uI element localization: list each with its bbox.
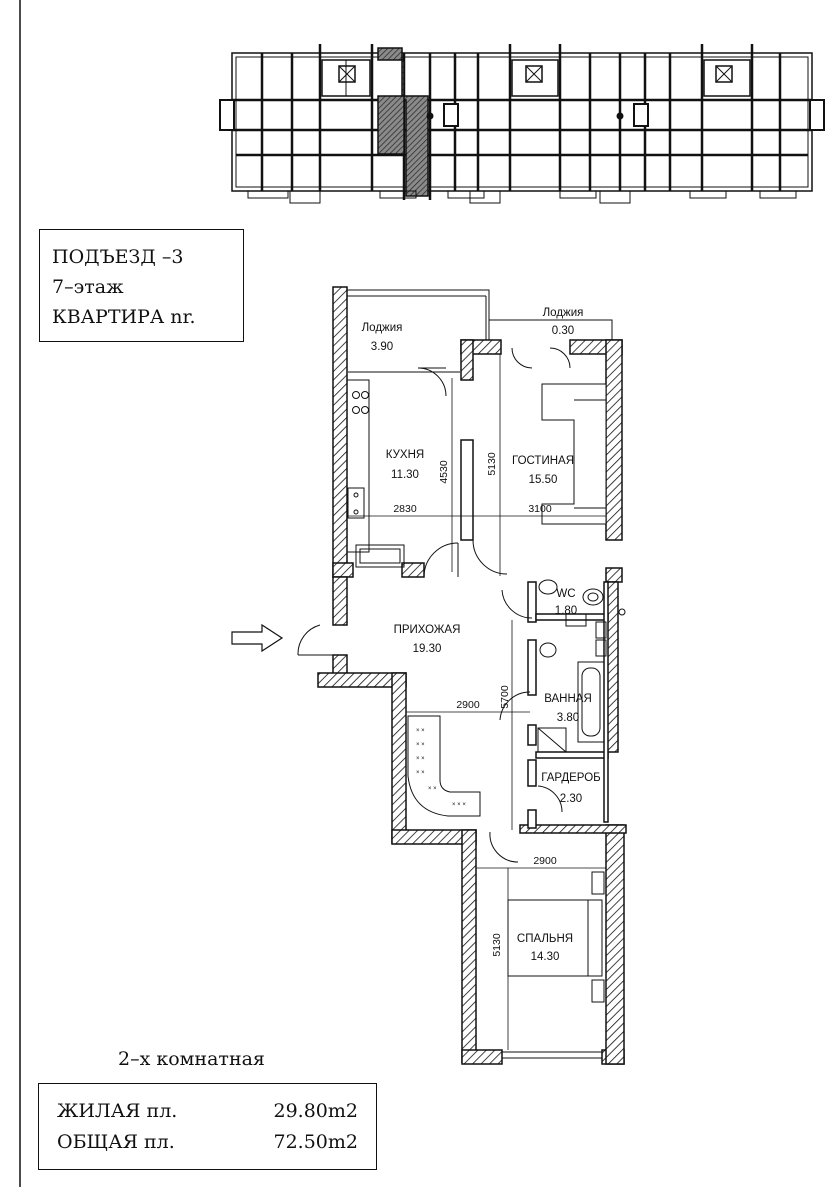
living-area-label: ЖИЛАЯ пл. bbox=[57, 1100, 178, 1122]
loggia-1-name: Лоджия bbox=[362, 322, 403, 334]
dim-bedroom-width: 2900 bbox=[533, 855, 557, 867]
bedroom-name: СПАЛЬНЯ bbox=[517, 933, 573, 945]
hall-name: ПРИХОЖАЯ bbox=[394, 624, 461, 636]
floor-label: 7–этаж bbox=[52, 276, 124, 298]
dim-hall-depth: 5700 bbox=[499, 685, 511, 709]
dimension-labels: 2830 3100 4530 5130 2900 5700 2900 5130 bbox=[393, 452, 557, 957]
apartment-label: КВАРТИРА nr. bbox=[52, 306, 196, 328]
total-area-label: ОБЩАЯ пл. bbox=[57, 1131, 175, 1153]
kitchen-area: 11.30 bbox=[391, 469, 419, 481]
apartment-type: 2–х комнатная bbox=[118, 1048, 265, 1070]
wardrobe-name: ГАРДЕРОБ bbox=[541, 772, 600, 784]
wc-area: 1.80 bbox=[555, 605, 577, 617]
entrance-label: ПОДЪЕЗД –3 bbox=[52, 246, 184, 268]
door-swings bbox=[297, 347, 571, 863]
kitchen-name: КУХНЯ bbox=[386, 449, 424, 461]
loggia-1-area: 3.90 bbox=[371, 341, 393, 353]
sofa bbox=[541, 383, 607, 525]
dim-hall-width: 2900 bbox=[456, 699, 480, 711]
hall-sofa: × × × × × × × × × × × × × bbox=[407, 715, 481, 817]
dim-kitchen-depth: 4530 bbox=[438, 460, 450, 484]
living-area: 15.50 bbox=[529, 474, 558, 486]
svg-text:× ×: × × bbox=[416, 728, 425, 734]
room-labels: Лоджия 3.90 Лоджия 0.30 КУХНЯ 11.30 ГОСТ… bbox=[362, 307, 601, 963]
loggia-2-name: Лоджия bbox=[543, 307, 584, 319]
svg-text:× ×: × × bbox=[428, 786, 437, 792]
apartment-plan: × × × × × × × × × × × × × bbox=[231, 286, 627, 1065]
svg-text:× × ×: × × × bbox=[452, 802, 466, 808]
wardrobe-area: 2.30 bbox=[560, 793, 582, 805]
area-summary-box: ЖИЛАЯ пл. 29.80m2 ОБЩАЯ пл. 72.50m2 bbox=[38, 1083, 377, 1170]
kitchen-fixtures bbox=[346, 371, 460, 568]
living-area-value: 29.80m2 bbox=[273, 1100, 359, 1122]
wc-name: WC bbox=[556, 588, 575, 600]
walls bbox=[317, 286, 627, 1065]
svg-text:× ×: × × bbox=[416, 770, 425, 776]
svg-text:× ×: × × bbox=[416, 742, 425, 748]
total-area-value: 72.50m2 bbox=[273, 1131, 359, 1153]
living-name: ГОСТИНАЯ bbox=[512, 455, 574, 467]
apartment-info-box: ПОДЪЕЗД –3 7–этаж КВАРТИРА nr. bbox=[39, 229, 244, 342]
loggia-2-area: 0.30 bbox=[552, 325, 574, 337]
bed bbox=[507, 871, 605, 1003]
dim-kitchen-width: 2830 bbox=[393, 503, 417, 515]
key-plan bbox=[219, 44, 825, 204]
living-area-row: ЖИЛАЯ пл. 29.80m2 bbox=[57, 1096, 358, 1127]
svg-text:× ×: × × bbox=[416, 756, 425, 762]
total-area-row: ОБЩАЯ пл. 72.50m2 bbox=[57, 1127, 358, 1158]
dim-living-depth: 5130 bbox=[486, 452, 498, 476]
loggia-left bbox=[333, 289, 490, 340]
entrance-arrow bbox=[231, 623, 284, 653]
bath-name: ВАННАЯ bbox=[544, 693, 592, 705]
bath-area: 3.80 bbox=[557, 712, 579, 724]
dim-living-width: 3100 bbox=[528, 503, 552, 515]
bedroom-area: 14.30 bbox=[531, 951, 560, 963]
wc-fixtures bbox=[538, 579, 626, 639]
dim-bedroom-depth: 5130 bbox=[491, 933, 503, 957]
loggia-right bbox=[489, 319, 613, 340]
dimension-lines bbox=[347, 354, 606, 1050]
bath-fixtures bbox=[537, 639, 607, 753]
hall-area: 19.30 bbox=[413, 643, 442, 655]
